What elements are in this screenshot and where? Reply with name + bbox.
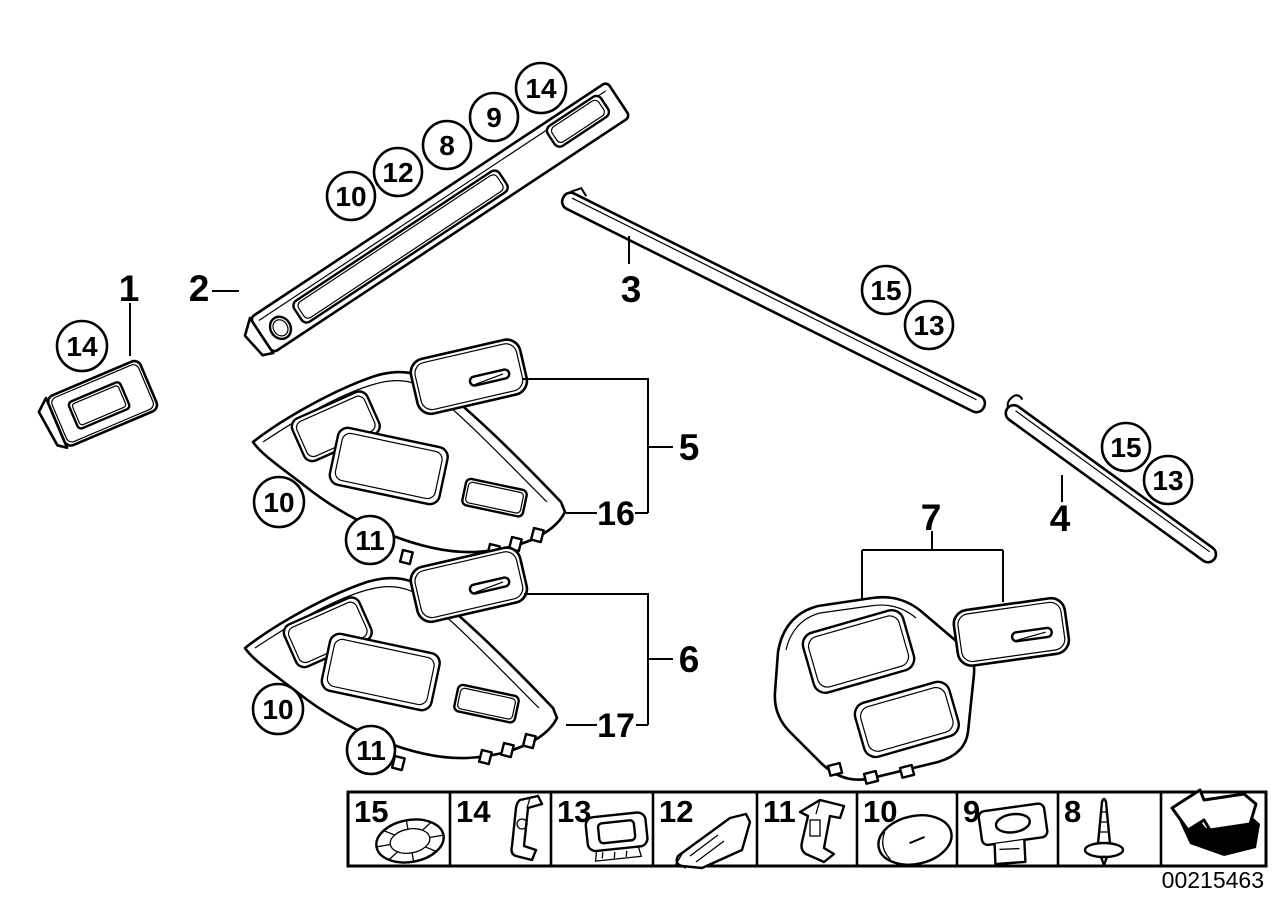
svg-text:15: 15 [870, 275, 901, 306]
leader-lines [129, 236, 1063, 726]
callout-14-left-trim[interactable]: 14 [55, 319, 109, 373]
part-label-17[interactable]: 17 [597, 707, 635, 745]
enlarged-view-arrow-icon [1170, 788, 1260, 856]
callout-8-dashboard[interactable]: 8 [421, 119, 473, 171]
part-label-6[interactable]: 6 [679, 639, 700, 680]
svg-text:11: 11 [355, 525, 385, 556]
grommet-washer-icon [375, 818, 445, 864]
part-label-3[interactable]: 3 [621, 269, 642, 310]
svg-text:10: 10 [262, 694, 293, 725]
svg-text:14: 14 [456, 794, 491, 829]
callout-13-front-door[interactable]: 13 [903, 299, 955, 351]
callout-11-lower-console[interactable]: 11 [345, 724, 397, 776]
svg-text:11: 11 [356, 735, 386, 766]
svg-text:13: 13 [913, 310, 944, 341]
svg-text:14: 14 [525, 73, 557, 104]
part-number-labels: 1 2 3 4 5 6 7 16 17 [119, 268, 1071, 745]
retaining-clip-icon [798, 798, 846, 864]
callout-10-upper-console[interactable]: 10 [252, 475, 306, 529]
parts-drawings [37, 82, 1218, 785]
svg-text:8: 8 [439, 130, 455, 161]
legend-cell-14[interactable]: 14 [456, 794, 544, 862]
part-16-upper-console-drawing [251, 370, 567, 566]
callout-13-rear-door[interactable]: 13 [1142, 454, 1194, 506]
svg-text:15: 15 [354, 794, 388, 829]
svg-text:12: 12 [382, 157, 413, 188]
part-5-ashtray-lid-drawing [406, 335, 532, 418]
svg-text:15: 15 [1110, 432, 1141, 463]
oval-cap-icon [877, 814, 953, 866]
part-label-16[interactable]: 16 [597, 495, 635, 533]
part-4-rear-door-trim-drawing [1004, 394, 1218, 564]
part-6-ashtray-lid-drawing [406, 543, 532, 626]
part-label-1[interactable]: 1 [119, 268, 140, 309]
part-17-lower-console-drawing [243, 576, 559, 772]
spring-clip-icon [510, 794, 544, 862]
legend-table: 15 14 13 12 [346, 788, 1268, 871]
callout-10-dashboard[interactable]: 10 [325, 170, 377, 222]
svg-text:11: 11 [763, 794, 796, 829]
legend-cell-arrow[interactable] [1170, 788, 1260, 856]
svg-text:14: 14 [66, 331, 98, 362]
part-label-5[interactable]: 5 [679, 427, 700, 468]
doc-number: 00215463 [1162, 867, 1264, 893]
legend-cell-13[interactable]: 13 [557, 794, 649, 862]
legend-cell-9[interactable]: 9 [963, 794, 1051, 867]
circled-callouts: 10 12 8 9 14 14 15 13 [55, 61, 1194, 776]
grommet-icon [977, 802, 1049, 866]
svg-text:9: 9 [486, 102, 502, 133]
legend-cell-8[interactable]: 8 [1064, 794, 1125, 867]
bracket-part-6-17 [524, 593, 673, 726]
svg-text:10: 10 [335, 181, 366, 212]
part-2-dashboard-trim-drawing [243, 82, 630, 357]
svg-text:12: 12 [659, 794, 693, 829]
part-label-4[interactable]: 4 [1050, 498, 1071, 539]
svg-text:10: 10 [263, 487, 294, 518]
expanding-rivet-icon [1083, 797, 1125, 867]
legend-cell-15[interactable]: 15 [354, 794, 447, 868]
callout-11-upper-console[interactable]: 11 [344, 514, 396, 566]
callout-9-dashboard[interactable]: 9 [468, 91, 520, 143]
bracket-part-7 [861, 531, 1004, 602]
callout-12-dashboard[interactable]: 12 [372, 146, 424, 198]
callout-15-front-door[interactable]: 15 [860, 264, 912, 316]
part-7-ashtray-lid-drawing [950, 595, 1073, 669]
callout-10-lower-console[interactable]: 10 [251, 682, 305, 736]
part-1-left-dash-trim-drawing [37, 359, 159, 450]
callout-14-dashboard[interactable]: 14 [514, 61, 568, 115]
legend-cell-10[interactable]: 10 [863, 794, 956, 871]
svg-text:8: 8 [1064, 794, 1081, 829]
part-7-rear-console-drawing [773, 595, 976, 785]
callout-15-rear-door[interactable]: 15 [1100, 421, 1152, 473]
svg-text:13: 13 [1152, 465, 1183, 496]
part-3-front-door-trim-drawing [560, 186, 987, 414]
svg-text:9: 9 [963, 794, 980, 829]
clip-nut-icon [584, 811, 649, 862]
legend-cell-12[interactable]: 12 [659, 794, 752, 870]
bracket-part-5-16 [522, 378, 673, 514]
leaf-spring-clip-icon [675, 812, 752, 870]
legend-cell-11[interactable]: 11 [763, 794, 846, 864]
part-label-7[interactable]: 7 [921, 497, 942, 538]
part-label-2[interactable]: 2 [189, 268, 210, 309]
